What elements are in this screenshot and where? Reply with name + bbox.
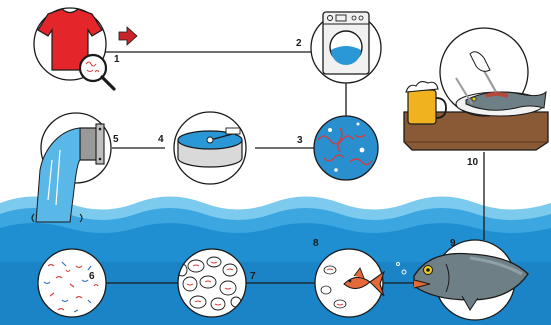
step-4-treatment-plant: 4	[158, 111, 247, 185]
step-6-number: 6	[89, 271, 95, 282]
magnifier-icon	[78, 53, 108, 83]
step-7-circle	[177, 248, 247, 318]
step-5-number: 5	[113, 134, 119, 145]
treatment-tank-icon	[177, 127, 243, 168]
small-fish-icon	[343, 267, 386, 297]
step-2-washing-machine: 2	[296, 11, 382, 84]
step-9-number: 9	[450, 238, 456, 249]
dinner-plate-icon	[405, 51, 547, 125]
step-3-circle	[313, 115, 379, 181]
step-5-outflow-pipe: 5	[31, 112, 119, 223]
t-shirt-icon	[37, 8, 103, 71]
step-7-plankton: 7	[177, 248, 256, 318]
step-6-circle	[37, 248, 107, 318]
step-9-large-fish: 9	[396, 238, 529, 321]
step-10-number: 10	[467, 157, 479, 168]
step-10-dinner: 10	[403, 27, 549, 168]
plankton-icon	[178, 256, 242, 311]
step-1-tshirt: 1	[33, 7, 138, 91]
step-7-number: 7	[250, 271, 256, 282]
arrow-icon	[118, 26, 138, 46]
step-4-number: 4	[158, 134, 164, 145]
large-fish-icon	[396, 252, 529, 311]
microfiber-water-icon	[43, 261, 99, 313]
step-3-fibers-in-water: 3	[297, 115, 379, 181]
step-2-number: 2	[296, 38, 302, 49]
step-1-number: 1	[114, 54, 120, 65]
step-6-microfibers-in-sea: 6	[37, 248, 107, 318]
drain-pipe-icon	[79, 123, 105, 165]
step-8-number: 8	[313, 238, 319, 249]
step-3-number: 3	[297, 135, 303, 146]
connector-lines	[103, 51, 485, 284]
step-8-small-fish: 8	[313, 238, 386, 318]
